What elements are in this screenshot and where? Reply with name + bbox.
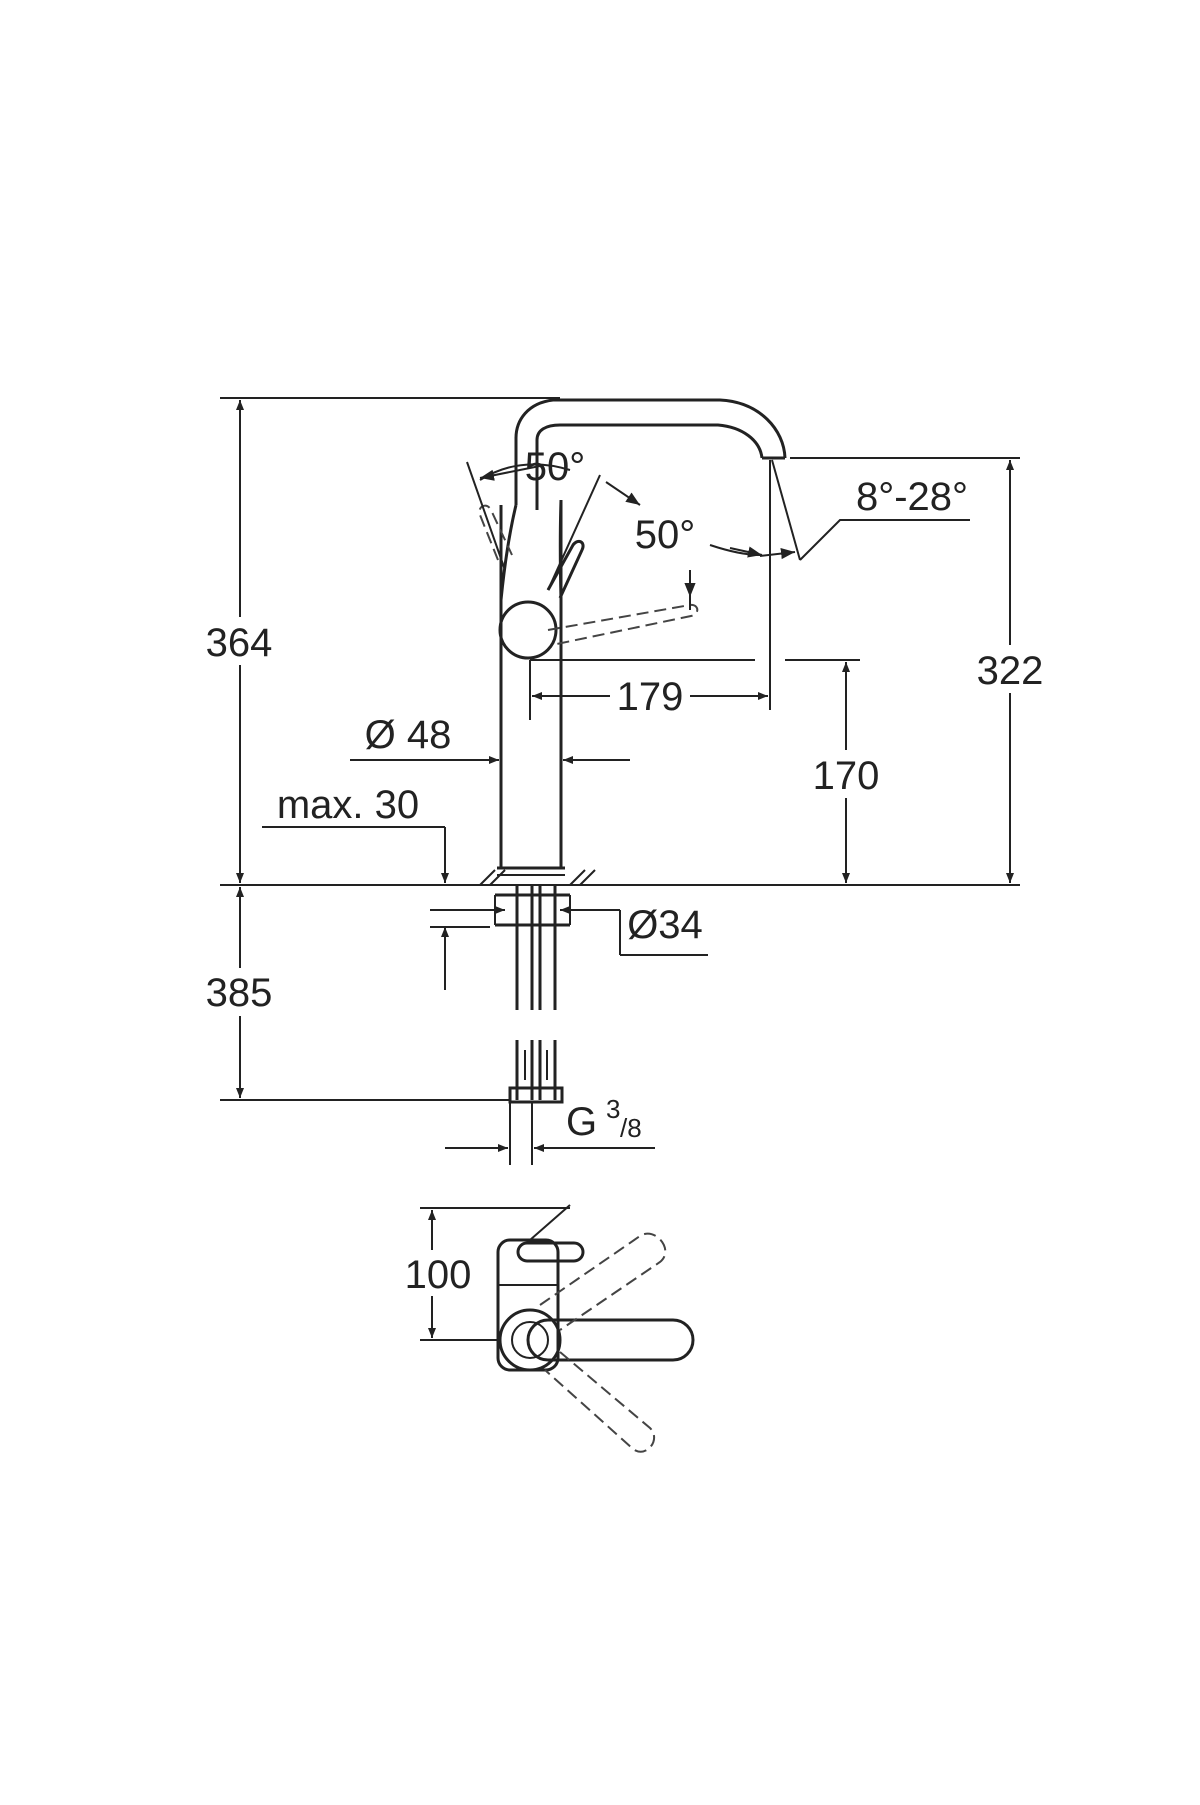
top-depth-label: 100 <box>405 1253 472 1297</box>
body-diameter-label: Ø 48 <box>365 713 452 757</box>
dim-hose-length: 385 <box>195 887 510 1101</box>
angle-spout-label: 8°-28° <box>856 475 968 519</box>
dim-hole-diameter: Ø34 <box>430 903 708 956</box>
dim-body-diameter: Ø 48 <box>350 713 630 764</box>
spout-height-label: 322 <box>977 649 1044 693</box>
thread-label-numerator: 3 <box>606 1094 620 1124</box>
dim-spout-reach: 179 <box>529 460 771 720</box>
angle-side-label: 50° <box>635 513 696 557</box>
outlet-height-label: 170 <box>813 754 880 798</box>
thread-label-denominator: /8 <box>620 1113 642 1143</box>
dim-spout-height: 322 <box>790 457 1050 883</box>
dim-angle-side: 50° <box>635 513 763 610</box>
dim-outlet-height: 170 <box>785 659 886 883</box>
top-view: 100 <box>400 1204 695 1453</box>
dim-top-depth: 100 <box>400 1207 570 1341</box>
dim-max-thickness: max. 30 <box>262 783 490 990</box>
dim-thread: G 3 /8 <box>445 1094 655 1165</box>
supply-hoses <box>479 869 596 1104</box>
spout-reach-label: 179 <box>617 675 684 719</box>
dim-angle-top: 50° <box>466 445 641 591</box>
dim-total-height: 364 <box>195 397 560 883</box>
max-thickness-label: max. 30 <box>277 783 419 827</box>
total-height-label: 364 <box>206 621 273 665</box>
side-view: 364 322 170 179 Ø 48 <box>195 397 1050 1165</box>
dim-angle-spout: 8°-28° <box>759 459 970 561</box>
angle-top-label: 50° <box>525 445 586 489</box>
hose-length-label: 385 <box>206 971 273 1015</box>
spout <box>514 398 787 510</box>
thread-label-main: G <box>566 1100 597 1144</box>
hole-diameter-label: Ø34 <box>627 903 703 947</box>
